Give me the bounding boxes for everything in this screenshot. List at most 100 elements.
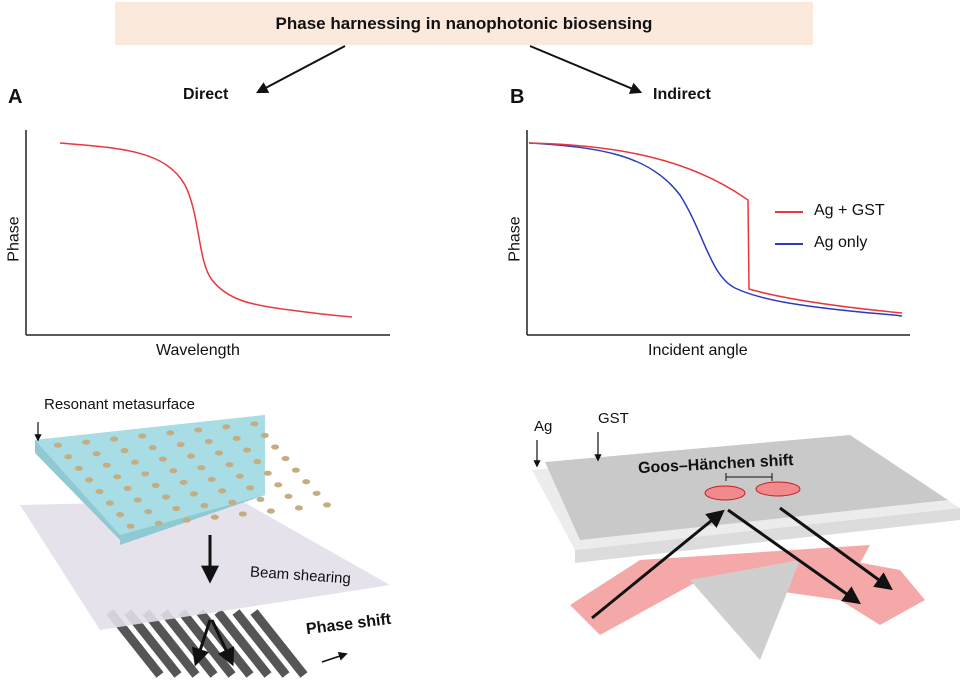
metasurface-dot (85, 477, 94, 483)
plot-b-ylabel: Phase (506, 216, 524, 262)
metasurface-dot (151, 482, 160, 488)
metasurface-dot (74, 465, 83, 471)
branch-label-indirect: Indirect (653, 86, 711, 103)
metasurface-dot (232, 435, 241, 441)
metasurface-dot (250, 421, 259, 427)
metasurface-dot (141, 471, 150, 477)
gst-label: GST (598, 410, 629, 427)
metasurface-dot (238, 511, 247, 517)
metasurface-dot (190, 491, 198, 497)
metasurface-dot (166, 430, 175, 436)
metasurface-dot (172, 505, 181, 512)
reflection-shadow (690, 560, 800, 660)
metasurface-dot (225, 462, 234, 468)
metasurface-dot (187, 453, 195, 459)
plot-a-xlabel: Wavelength (156, 342, 240, 359)
metasurface-dot (138, 433, 147, 439)
plot-a-axes (25, 130, 390, 336)
metasurface-dot (148, 445, 157, 451)
panel-letter-a: A (8, 86, 23, 108)
metasurface-dot (222, 424, 231, 430)
metasurface-dot (302, 479, 311, 485)
legend-label-ag-gst: Ag + GST (814, 202, 885, 219)
metasurface-dot (116, 511, 125, 518)
figure-title: Phase harnessing in nanophotonic biosens… (275, 13, 653, 33)
plot-b-axes (526, 130, 910, 336)
metasurface-dot (102, 462, 111, 468)
metasurface-dot (294, 505, 303, 511)
metasurface-dot (235, 473, 244, 479)
metasurface-dot (95, 488, 104, 495)
metasurface-dot (144, 509, 153, 515)
metasurface-dot (154, 520, 163, 526)
metasurface-dot (274, 482, 283, 488)
metasurface-dot (64, 454, 73, 460)
metasurface-dot (256, 496, 265, 502)
arrow-to-direct (255, 45, 346, 94)
metasurface-dot (113, 474, 122, 480)
sheared-beam-1 (191, 619, 212, 667)
metasurface-dot (210, 514, 219, 520)
metasurface-dot (253, 459, 262, 465)
metasurface-dots (54, 421, 331, 529)
metasurface-dot (105, 500, 114, 506)
metasurface-dot (110, 436, 119, 442)
reflected-beam-arrow-1 (727, 508, 861, 605)
branch-label-direct: Direct (183, 86, 229, 103)
plot-a-ylabel: Phase (5, 216, 23, 262)
metasurface-dot (179, 479, 188, 485)
metasurface-dot (243, 447, 252, 453)
metasurface-dot (266, 508, 275, 514)
panel-letter-b: B (510, 86, 525, 108)
gh-spot-1 (704, 485, 746, 501)
plot-b-ag-gst-curve (528, 142, 903, 314)
legend-label-ag-only: Ag only (814, 234, 868, 251)
metasurface-dot (312, 490, 321, 496)
metasurface-dot (120, 448, 129, 454)
gh-spot-2 (755, 481, 801, 497)
metasurface-dot (130, 459, 139, 465)
metasurface-dot (323, 502, 331, 508)
metasurface-dot (158, 456, 167, 462)
plot-b-xlabel: Incident angle (648, 342, 748, 359)
metasurface-dot (169, 468, 178, 474)
metasurface-dot (194, 427, 203, 433)
beam-shearing-plate (20, 500, 390, 630)
metasurface-dot (82, 439, 91, 445)
metasurface-dot (182, 517, 191, 523)
metasurface-dot (197, 465, 206, 471)
metasurface-dot (92, 451, 101, 457)
title-banner: Phase harnessing in nanophotonic biosens… (115, 2, 813, 45)
metasurface-dot (204, 438, 213, 445)
metasurface-dot (200, 502, 209, 509)
metasurface-dot (284, 493, 293, 499)
metasurface-dot (291, 467, 300, 473)
ag-label: Ag (534, 418, 553, 435)
plot-a-phase-curve (59, 142, 353, 318)
metasurface-dot (215, 450, 223, 456)
reflected-beam-arrow-2 (779, 506, 893, 591)
metasurface-dot (271, 444, 280, 450)
metasurface-dot (133, 497, 142, 503)
metasurface-dot (260, 432, 269, 438)
metasurface-dot (207, 476, 216, 482)
metasurface-dot (228, 499, 237, 505)
gst-layer (545, 435, 948, 540)
metasurface-dot (246, 485, 255, 491)
metasurface-dot (263, 470, 272, 476)
metasurface-dot (162, 494, 170, 500)
phase-shift-arrow (321, 652, 348, 663)
incident-beam-arrow (591, 509, 725, 620)
metasurface-dot (281, 455, 290, 462)
sheared-beam-2 (210, 619, 235, 667)
metasurface-label: Resonant metasurface (44, 396, 195, 413)
metasurface-dot (54, 442, 62, 448)
ag-layer-edge (575, 508, 960, 563)
plot-b-ag-only-curve (528, 142, 903, 317)
metasurface-dot (218, 488, 227, 494)
arrow-to-indirect (529, 45, 643, 94)
metasurface-dot (123, 485, 132, 491)
metasurface-dot (126, 523, 135, 529)
metasurface-dot (176, 441, 185, 448)
